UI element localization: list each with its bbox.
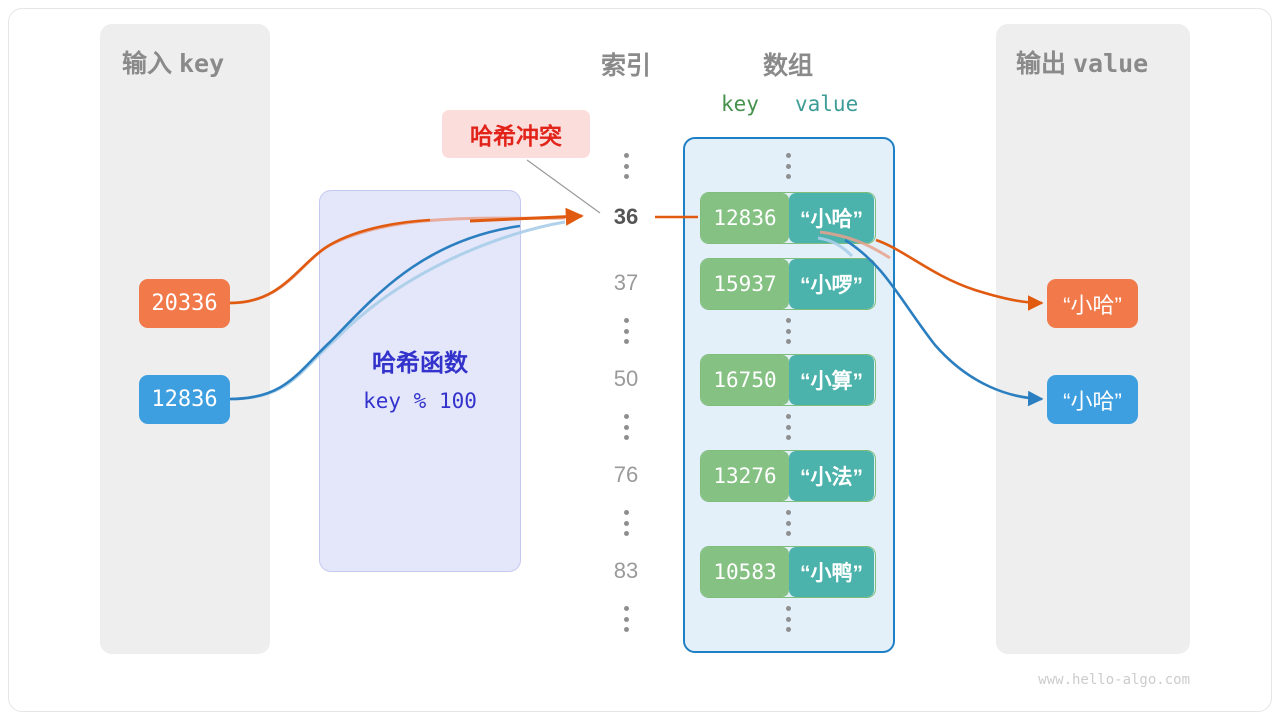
value-column-heading: value	[795, 92, 859, 116]
index-column-heading: 索引	[600, 52, 651, 80]
cell-value: “小法”	[789, 451, 874, 501]
array-cell: 15937 “小啰”	[700, 258, 876, 310]
cell-key: 12836	[701, 193, 789, 243]
input-key-chip-12836: 12836	[139, 375, 230, 424]
cell-key: 15937	[701, 259, 789, 309]
index-label-37: 37	[613, 270, 639, 295]
output-panel	[996, 24, 1190, 654]
index-label-36: 36	[613, 204, 639, 229]
array-cell: 13276 “小法”	[700, 450, 876, 502]
array-ellipsis-icon	[778, 318, 798, 344]
key-column-heading: key	[721, 92, 759, 116]
index-label-76: 76	[613, 462, 639, 487]
cell-value: “小算”	[789, 355, 874, 405]
hash-function-title: 哈希函数	[372, 350, 468, 377]
output-title-cn: 输出	[1016, 50, 1067, 78]
index-ellipsis-icon	[616, 606, 636, 632]
output-title-mono: value	[1072, 49, 1149, 78]
input-title-cn: 输入	[122, 50, 173, 78]
watermark: www.hello-algo.com	[1038, 672, 1190, 688]
index-ellipsis-icon	[616, 153, 636, 179]
input-panel-title: 输入 key	[122, 44, 224, 80]
index-label-50: 50	[613, 366, 639, 391]
output-panel-title: 输出 value	[1016, 44, 1148, 80]
input-title-mono: key	[178, 49, 225, 78]
cell-key: 13276	[701, 451, 789, 501]
array-ellipsis-icon	[778, 510, 798, 536]
array-cell: 12836 “小哈”	[700, 192, 876, 244]
hash-function-formula: key % 100	[363, 389, 477, 413]
cell-key: 10583	[701, 547, 789, 597]
input-panel	[100, 24, 270, 654]
index-ellipsis-icon	[616, 414, 636, 440]
hash-collision-badge: 哈希冲突	[442, 110, 590, 158]
cell-value: “小啰”	[789, 259, 874, 309]
index-label-83: 83	[613, 558, 639, 583]
hash-function-box	[319, 190, 521, 572]
index-ellipsis-icon	[616, 510, 636, 536]
cell-value: “小鸭”	[789, 547, 874, 597]
input-key-chip-20336: 20336	[139, 279, 230, 328]
array-ellipsis-icon	[778, 414, 798, 440]
output-value-chip-orange: “小哈”	[1047, 279, 1138, 328]
cell-value: “小哈”	[789, 193, 874, 243]
index-ellipsis-icon	[616, 318, 636, 344]
array-cell: 10583 “小鸭”	[700, 546, 876, 598]
output-value-chip-blue: “小哈”	[1047, 375, 1138, 424]
array-cell: 16750 “小算”	[700, 354, 876, 406]
cell-key: 16750	[701, 355, 789, 405]
array-ellipsis-icon	[778, 153, 798, 179]
array-ellipsis-icon	[778, 606, 798, 632]
array-column-heading: 数组	[762, 52, 813, 80]
